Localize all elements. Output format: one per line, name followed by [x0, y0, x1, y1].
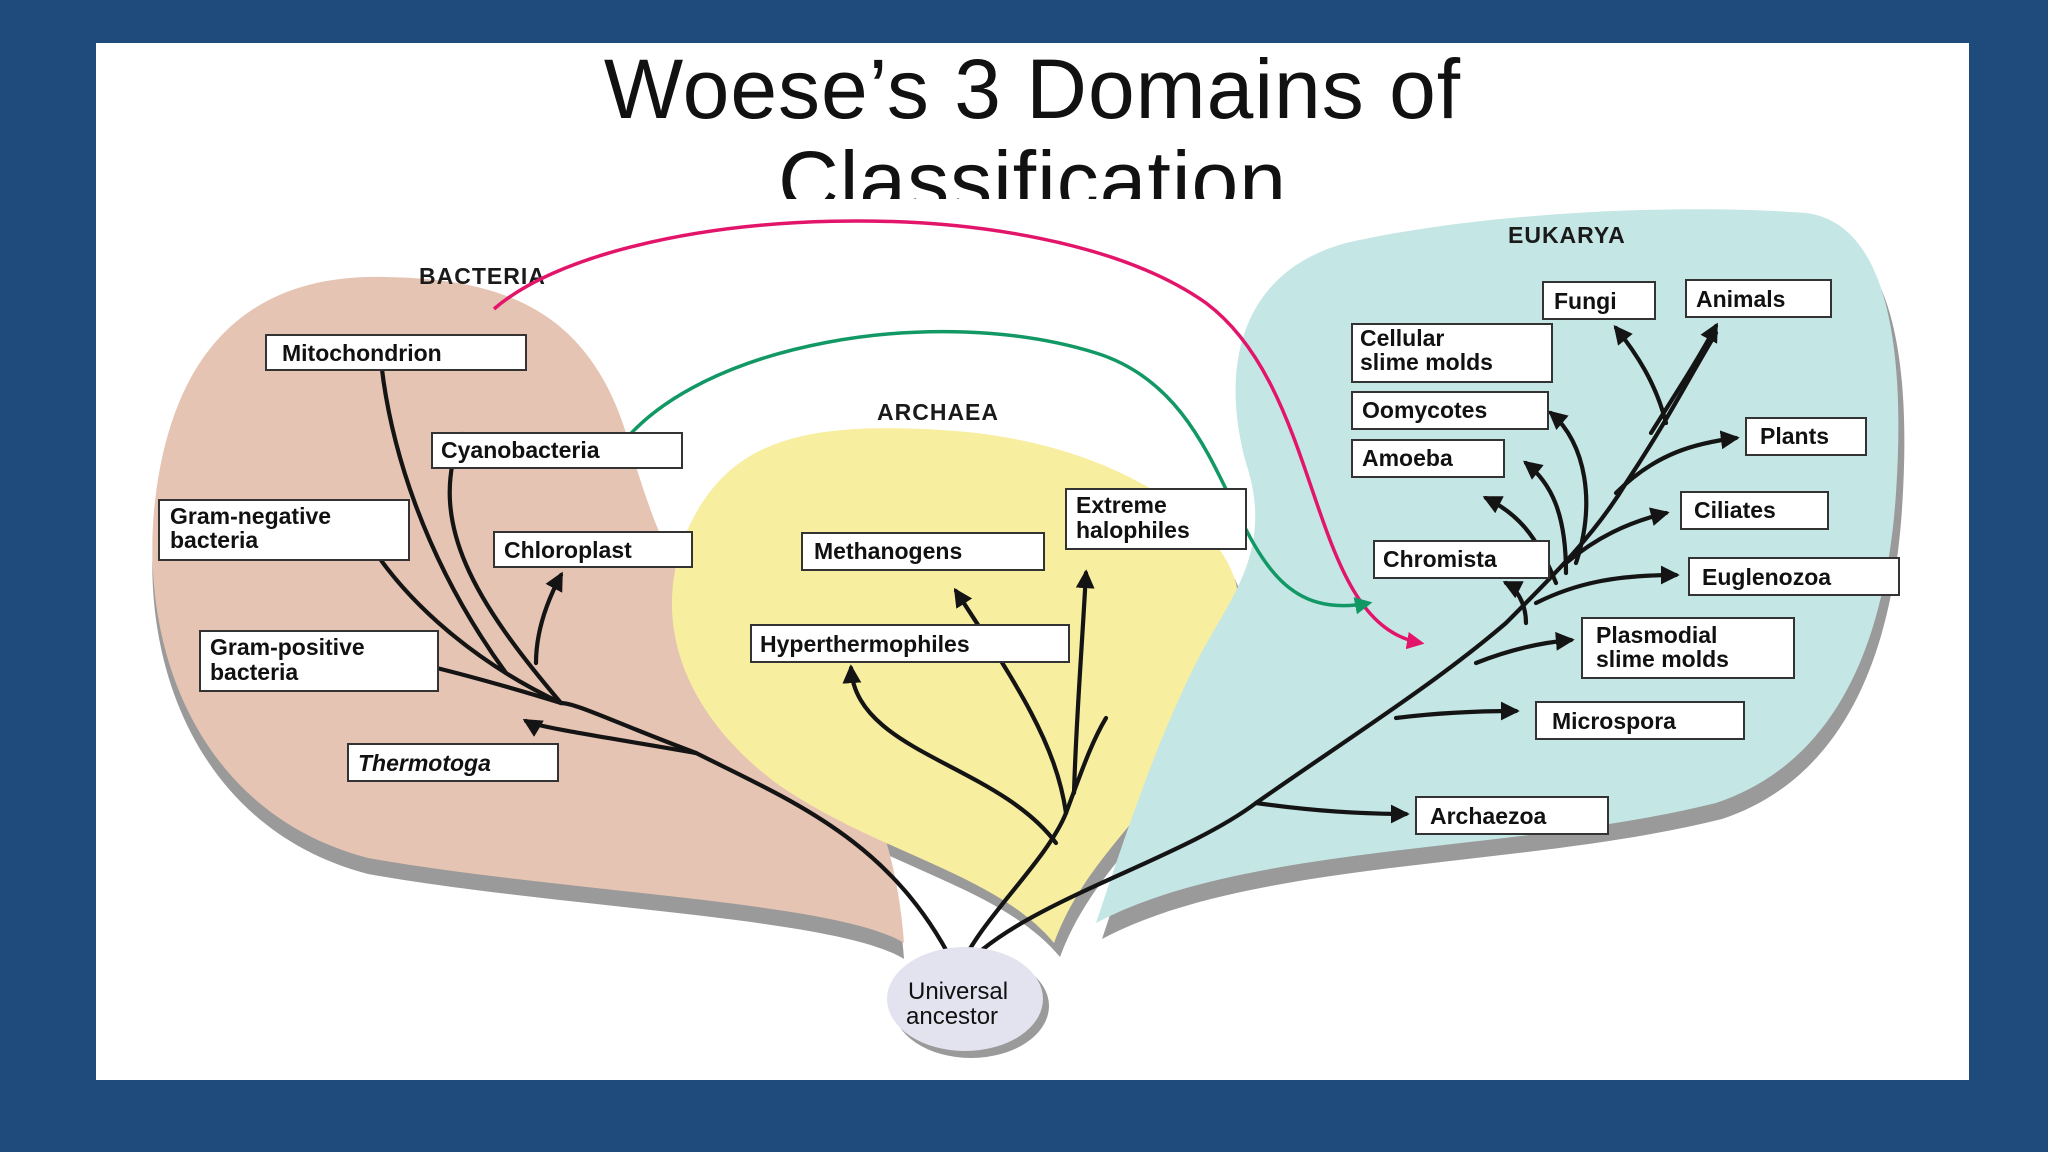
root-label-line-2: ancestor	[906, 1003, 998, 1030]
domain-label-eukarya: EUKARYA	[1508, 222, 1626, 248]
node-box-plants	[1745, 417, 1867, 456]
node-box-gram-positive	[199, 630, 439, 692]
node-box-ciliates	[1680, 491, 1829, 530]
node-extreme-halophiles-line-1: Extreme	[1076, 492, 1167, 518]
node-fungi: Fungi	[1554, 288, 1617, 314]
node-box-thermotoga	[347, 743, 559, 782]
bacteria-nodes: Mitochondrion Cyanobacteria Gram-negativ…	[158, 334, 693, 782]
bacteria-region	[152, 276, 904, 943]
node-plasmodial-slime-molds-line-2: slime molds	[1596, 646, 1729, 672]
node-ciliates: Ciliates	[1694, 497, 1776, 523]
node-cellular-slime-molds-line-1: Cellular	[1360, 325, 1444, 351]
universal-ancestor: Universal ancestor	[887, 947, 1049, 1058]
page-title: Woese’s 3 Domains of Classification	[96, 43, 1969, 199]
domain-label-bacteria: BACTERIA	[419, 263, 546, 289]
node-hyperthermophiles: Hyperthermophiles	[760, 631, 970, 657]
node-cyanobacteria: Cyanobacteria	[441, 437, 600, 463]
branch-thermotoga	[522, 718, 699, 756]
node-box-plasmodial-slime-molds	[1581, 617, 1795, 679]
node-box-cyanobacteria	[431, 432, 683, 469]
node-chloroplast: Chloroplast	[504, 537, 632, 563]
node-box-hyperthermophiles	[750, 624, 1070, 663]
node-gram-negative-line-2: bacteria	[170, 527, 258, 553]
node-box-gram-negative	[158, 499, 410, 561]
node-box-animals	[1685, 279, 1832, 318]
branch-plants	[1613, 430, 1740, 496]
node-oomycotes: Oomycotes	[1362, 397, 1487, 423]
branch-cellular-slime-molds	[1548, 410, 1589, 566]
slide: Woese’s 3 Domains of Classification	[96, 43, 1969, 1080]
branch-plasmodial	[1473, 631, 1575, 666]
node-plasmodial-slime-molds-line-1: Plasmodial	[1596, 622, 1717, 648]
node-extreme-halophiles-line-2: halophiles	[1076, 517, 1190, 543]
node-box-mitochondrion	[265, 334, 527, 371]
mitochondrion-endosymbiosis-arrow	[492, 219, 1425, 650]
node-euglenozoa: Euglenozoa	[1702, 564, 1831, 590]
branch-fungi	[1613, 325, 1669, 426]
node-box-oomycotes	[1351, 391, 1549, 430]
node-box-methanogens	[801, 532, 1045, 571]
node-plants: Plants	[1760, 423, 1829, 449]
branch-mitochondrion	[370, 335, 509, 676]
node-mitochondrion: Mitochondrion	[282, 340, 442, 366]
node-amoeba: Amoeba	[1362, 445, 1453, 471]
node-gram-negative-line-1: Gram-negative	[170, 503, 331, 529]
domain-label-archaea: ARCHAEA	[877, 399, 999, 425]
branch-animals	[1648, 322, 1719, 436]
node-box-amoeba	[1351, 439, 1505, 478]
node-box-fungi	[1542, 281, 1656, 320]
node-methanogens: Methanogens	[814, 538, 962, 564]
branch-microspora	[1393, 701, 1520, 721]
root-label-line-1: Universal	[908, 978, 1008, 1005]
eukarya-nodes: Fungi Animals Cellular slime molds Oomyc…	[1351, 279, 1900, 835]
node-box-chloroplast	[493, 531, 693, 568]
node-thermotoga: Thermotoga	[358, 750, 491, 776]
node-archaezoa: Archaezoa	[1430, 803, 1547, 829]
node-animals: Animals	[1696, 286, 1785, 312]
node-box-microspora	[1535, 701, 1745, 740]
node-box-euglenozoa	[1688, 557, 1900, 596]
node-chromista: Chromista	[1383, 546, 1497, 572]
node-box-extreme-halophiles	[1065, 488, 1247, 550]
branch-euglenozoa	[1533, 565, 1680, 606]
tree-branches	[363, 322, 1740, 976]
chloroplast-endosymbiosis-arrow	[616, 329, 1373, 615]
node-gram-positive-line-2: bacteria	[210, 659, 298, 685]
branch-oomycotes	[1523, 460, 1569, 576]
branch-chromista	[1502, 580, 1529, 626]
branch-ciliates	[1563, 507, 1670, 566]
branch-hyperthermophiles	[842, 664, 1059, 846]
branch-extreme-halophiles	[1071, 569, 1095, 796]
archaea-nodes: Extreme halophiles Methanogens Hyperther…	[750, 488, 1247, 663]
node-microspora: Microspora	[1552, 708, 1676, 734]
branch-archaezoa	[1253, 800, 1410, 824]
node-cellular-slime-molds-line-2: slime molds	[1360, 349, 1493, 375]
title-line-1: Woese’s 3 Domains of	[603, 43, 1462, 136]
branch-gram-negative	[363, 534, 564, 706]
branch-eukarya-trunk	[955, 330, 1719, 976]
title-line-2: Classification	[778, 134, 1287, 199]
root-ellipse	[887, 947, 1043, 1051]
node-box-archaezoa	[1415, 796, 1609, 835]
tree-of-life-diagram: BACTERIA ARCHAEA EUKARYA	[152, 209, 1905, 1058]
node-gram-positive-line-1: Gram-positive	[210, 634, 365, 660]
branch-archaea-lower	[1063, 715, 1109, 816]
branch-bacteria-trunk	[558, 700, 961, 976]
branch-chloroplast	[533, 571, 564, 666]
node-box-cellular-slime-molds	[1351, 323, 1553, 383]
node-box-chromista	[1373, 540, 1550, 579]
